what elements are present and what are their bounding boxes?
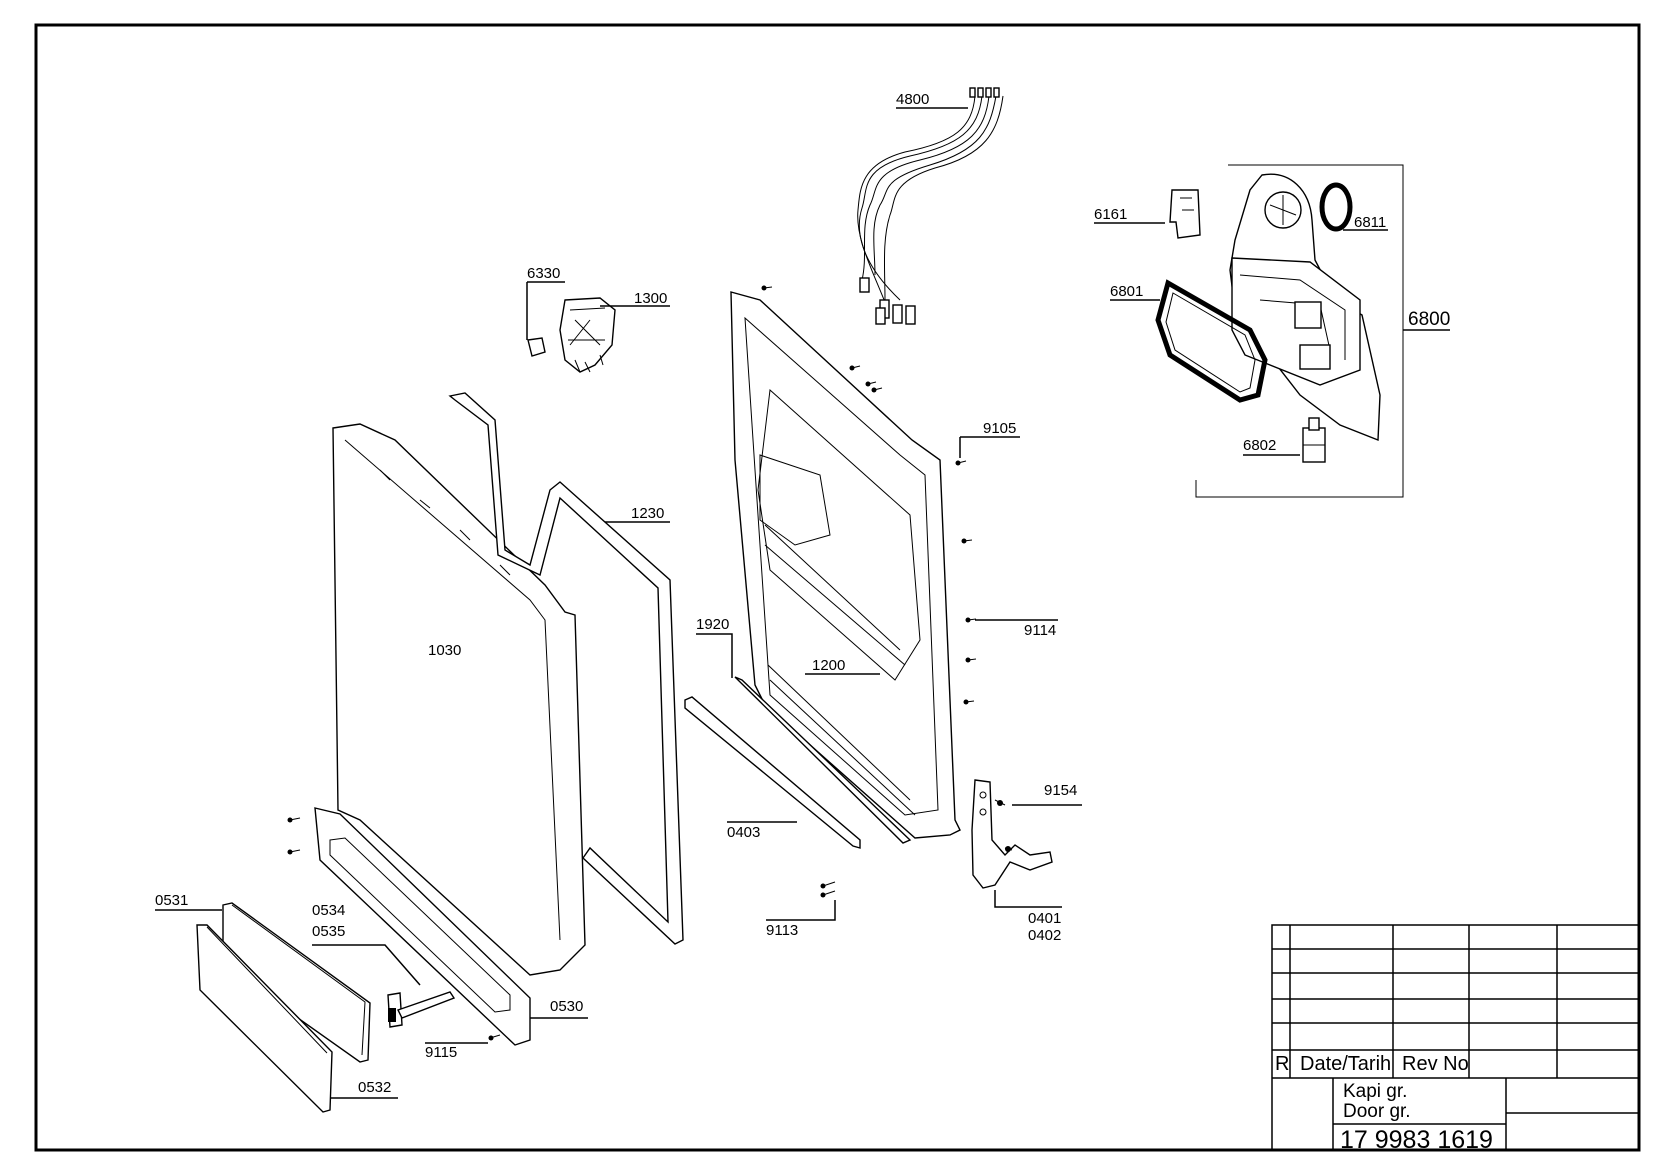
part-label-9105: 9105: [983, 420, 1016, 437]
part-label-0403: 0403: [727, 824, 760, 841]
door-hinge-drawing: [971, 779, 1053, 889]
part-label-0530: 0530: [550, 998, 583, 1015]
wiring-harness-drawing: [857, 87, 1004, 325]
outer-door-panel-drawing: [332, 423, 586, 976]
part-label-0531: 0531: [155, 892, 188, 909]
part-label-1300: 1300: [634, 290, 667, 307]
hinge-screw-drawing: [994, 799, 1013, 852]
leader-line: [994, 890, 1062, 908]
door-seal-frame-drawing: [448, 392, 684, 945]
switch-button-drawing: [387, 991, 456, 1028]
title-block-title-en: Door gr.: [1343, 1101, 1411, 1122]
title-block-drawing-number: 17 9983 1619: [1340, 1126, 1493, 1154]
part-label-9154: 9154: [1044, 782, 1077, 799]
part-label-6161: 6161: [1094, 206, 1127, 223]
part-label-1920: 1920: [696, 616, 729, 633]
title-block-rev-col: R: [1275, 1053, 1289, 1075]
control-panel-fascia-drawing: [196, 902, 371, 1113]
part-label-0401: 0401: [1028, 910, 1061, 927]
dispenser-actuator-drawing: [1302, 417, 1326, 463]
leader-line: [696, 633, 733, 678]
part-label-6800: 6800: [1408, 309, 1450, 330]
hinge-bracket-drawing: [527, 297, 616, 373]
screw-pair-drawing: [820, 881, 836, 898]
part-label-9113: 9113: [766, 922, 798, 939]
part-label-0535: 0535: [312, 923, 345, 940]
part-label-0402: 0402: [1028, 927, 1061, 944]
dispenser-lid-gasket-drawing: [1155, 279, 1268, 403]
inner-door-panel-drawing: [730, 291, 961, 839]
part-label-0534: 0534: [312, 902, 345, 919]
title-block: [1271, 924, 1640, 1151]
part-label-1200: 1200: [812, 657, 845, 674]
leader-line: [766, 900, 836, 921]
screw-set-drawing: [761, 285, 977, 705]
control-panel-carrier-drawing: [287, 807, 531, 1046]
part-label-1030: 1030: [428, 642, 461, 659]
group-bracket-6800: [1195, 164, 1404, 498]
dispenser-gasket-ring-drawing: [1319, 182, 1353, 232]
title-block-title-tr: Kapi gr.: [1343, 1081, 1407, 1102]
part-label-6811: 6811: [1354, 214, 1386, 231]
panel-screw-drawing: [488, 1034, 501, 1041]
title-block-revno-col: Rev No: [1402, 1053, 1469, 1075]
dispenser-clip-drawing: [1169, 189, 1201, 239]
leader-line: [959, 436, 1020, 458]
detergent-dispenser-drawing: [1229, 173, 1381, 442]
leader-line: [312, 944, 421, 986]
part-label-6802: 6802: [1243, 437, 1276, 454]
part-label-6330: 6330: [527, 265, 560, 282]
bottom-gasket-strip-drawing: [684, 676, 912, 849]
part-label-4800: 4800: [896, 91, 929, 108]
title-block-date-col: Date/Tarih: [1300, 1053, 1391, 1075]
part-label-1230: 1230: [631, 505, 664, 522]
part-label-0532: 0532: [358, 1079, 391, 1096]
part-label-9114: 9114: [1024, 622, 1056, 639]
part-label-9115: 9115: [425, 1044, 457, 1061]
part-label-6801: 6801: [1110, 283, 1143, 300]
drawing-frame: [34, 23, 1641, 1152]
leader-line: [526, 281, 565, 340]
